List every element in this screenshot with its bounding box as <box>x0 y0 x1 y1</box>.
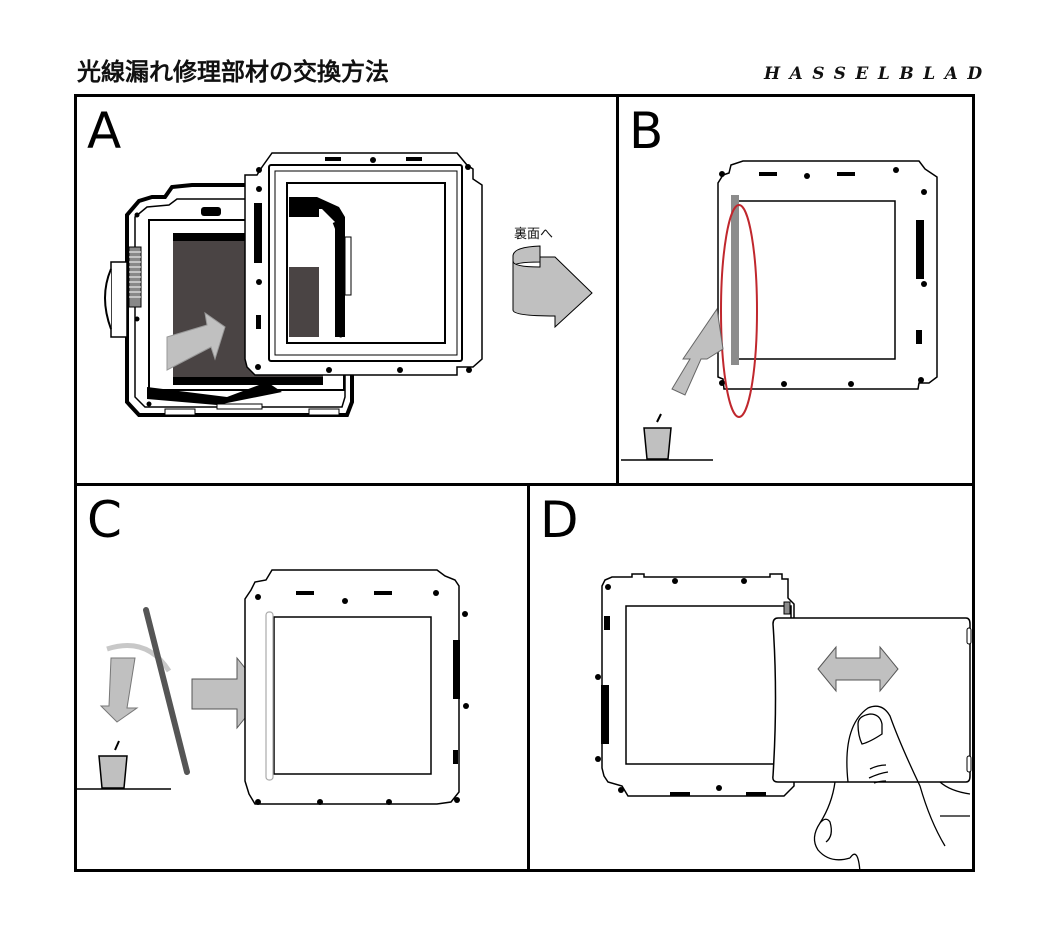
light-seal-strip <box>731 195 739 365</box>
highlight-ellipse <box>720 204 758 418</box>
illustration-b <box>621 160 938 461</box>
illustration-d <box>595 573 972 873</box>
panel-label-d: D <box>540 491 579 549</box>
hasselblad-logo: HASSELBLAD <box>764 64 992 84</box>
slide-arrow-icon <box>817 645 899 693</box>
flip-caption: 裏面へ <box>514 227 554 242</box>
old-seal-strip <box>143 607 190 775</box>
drop-arrow <box>99 657 139 723</box>
replacement-frame-back <box>595 573 795 797</box>
flip-arrow-icon <box>512 245 593 329</box>
remove-arrow <box>671 307 724 396</box>
peel-curve <box>106 643 172 673</box>
new-seal-strip <box>265 611 274 781</box>
replacement-frame-back <box>717 160 938 390</box>
panel-label-a: A <box>87 102 122 160</box>
hand-thumb <box>813 705 971 873</box>
illustration-a <box>104 152 593 417</box>
insert-arrow <box>166 311 226 371</box>
panel-c: C <box>74 483 530 872</box>
dark-slide <box>772 617 972 783</box>
panel-b: B <box>616 94 975 486</box>
panel-d: D <box>527 483 975 873</box>
trash-bin-icon <box>77 740 171 790</box>
grip-ridges <box>128 246 142 308</box>
replacement-frame <box>244 152 483 376</box>
panel-a: A <box>74 94 619 486</box>
illustration-c <box>77 569 469 805</box>
panel-label-c: C <box>87 491 122 549</box>
panel-label-b: B <box>629 102 664 160</box>
trash-bin-icon <box>621 413 713 461</box>
page-title: 光線漏れ修理部材の交換方法 <box>77 58 389 86</box>
replacement-frame-back <box>244 569 469 805</box>
